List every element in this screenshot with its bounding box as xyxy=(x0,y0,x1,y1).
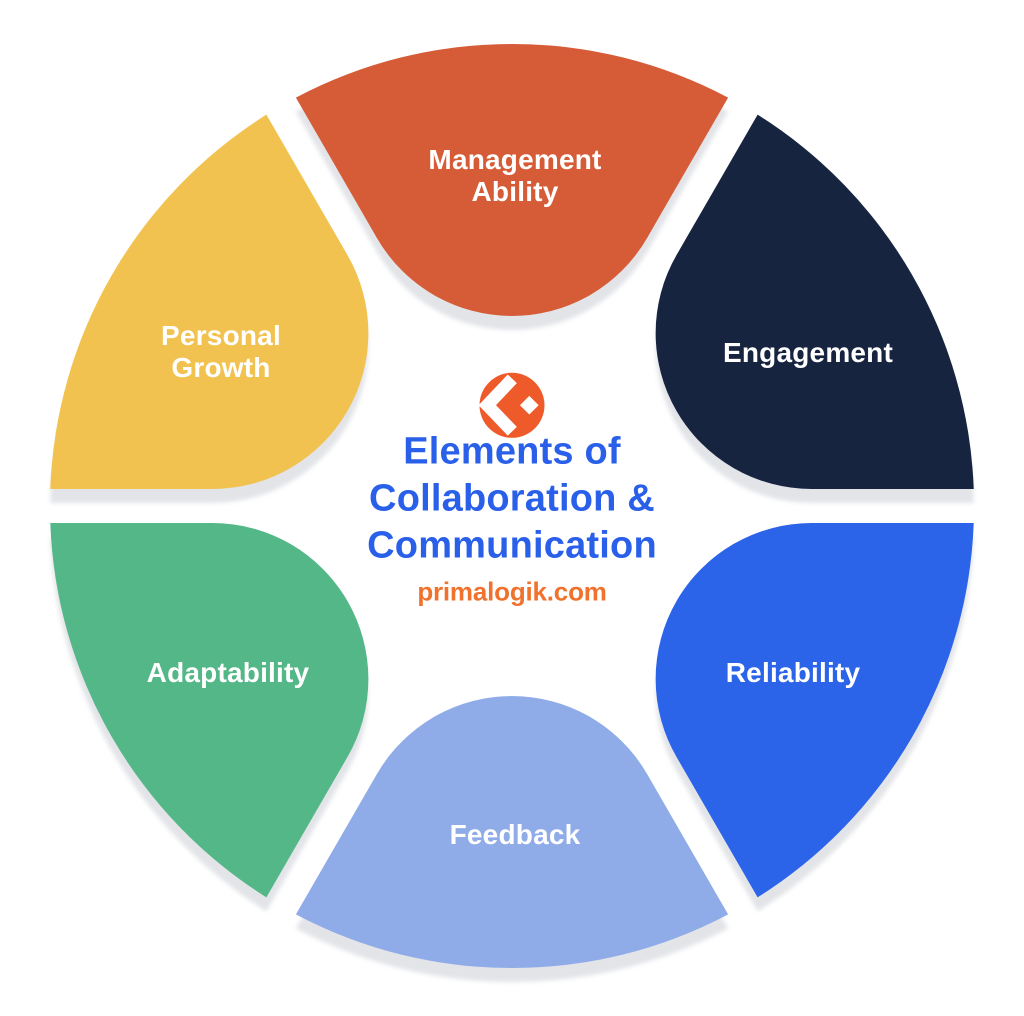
label-line: Growth xyxy=(171,352,271,383)
label-line: Personal xyxy=(161,320,281,351)
center-text-block: Elements of Collaboration & Communicatio… xyxy=(367,429,657,608)
segment-label-reliability: Reliability xyxy=(726,657,860,689)
label-line: Feedback xyxy=(449,819,581,850)
segment-label-management-ability: Management Ability xyxy=(428,144,601,208)
segment-label-engagement: Engagement xyxy=(723,337,893,369)
title-line: Elements of xyxy=(403,430,621,473)
label-line: Ability xyxy=(471,176,559,207)
segment-label-personal-growth: Personal Growth xyxy=(161,320,281,384)
primalogik-logo-icon xyxy=(478,372,545,438)
label-line: Adaptability xyxy=(146,657,310,688)
diagram-title: Elements of Collaboration & Communicatio… xyxy=(367,429,657,570)
segment-label-feedback: Feedback xyxy=(450,819,581,851)
website-url: primalogik.com xyxy=(417,576,607,607)
title-line: Collaboration & xyxy=(369,477,655,520)
label-line: Engagement xyxy=(722,337,894,368)
label-line: Management xyxy=(428,144,602,175)
logo-chevron-icon xyxy=(478,374,517,436)
label-line: Reliability xyxy=(725,657,861,688)
segment-label-adaptability: Adaptability xyxy=(147,657,310,689)
title-line: Communication xyxy=(367,524,657,567)
